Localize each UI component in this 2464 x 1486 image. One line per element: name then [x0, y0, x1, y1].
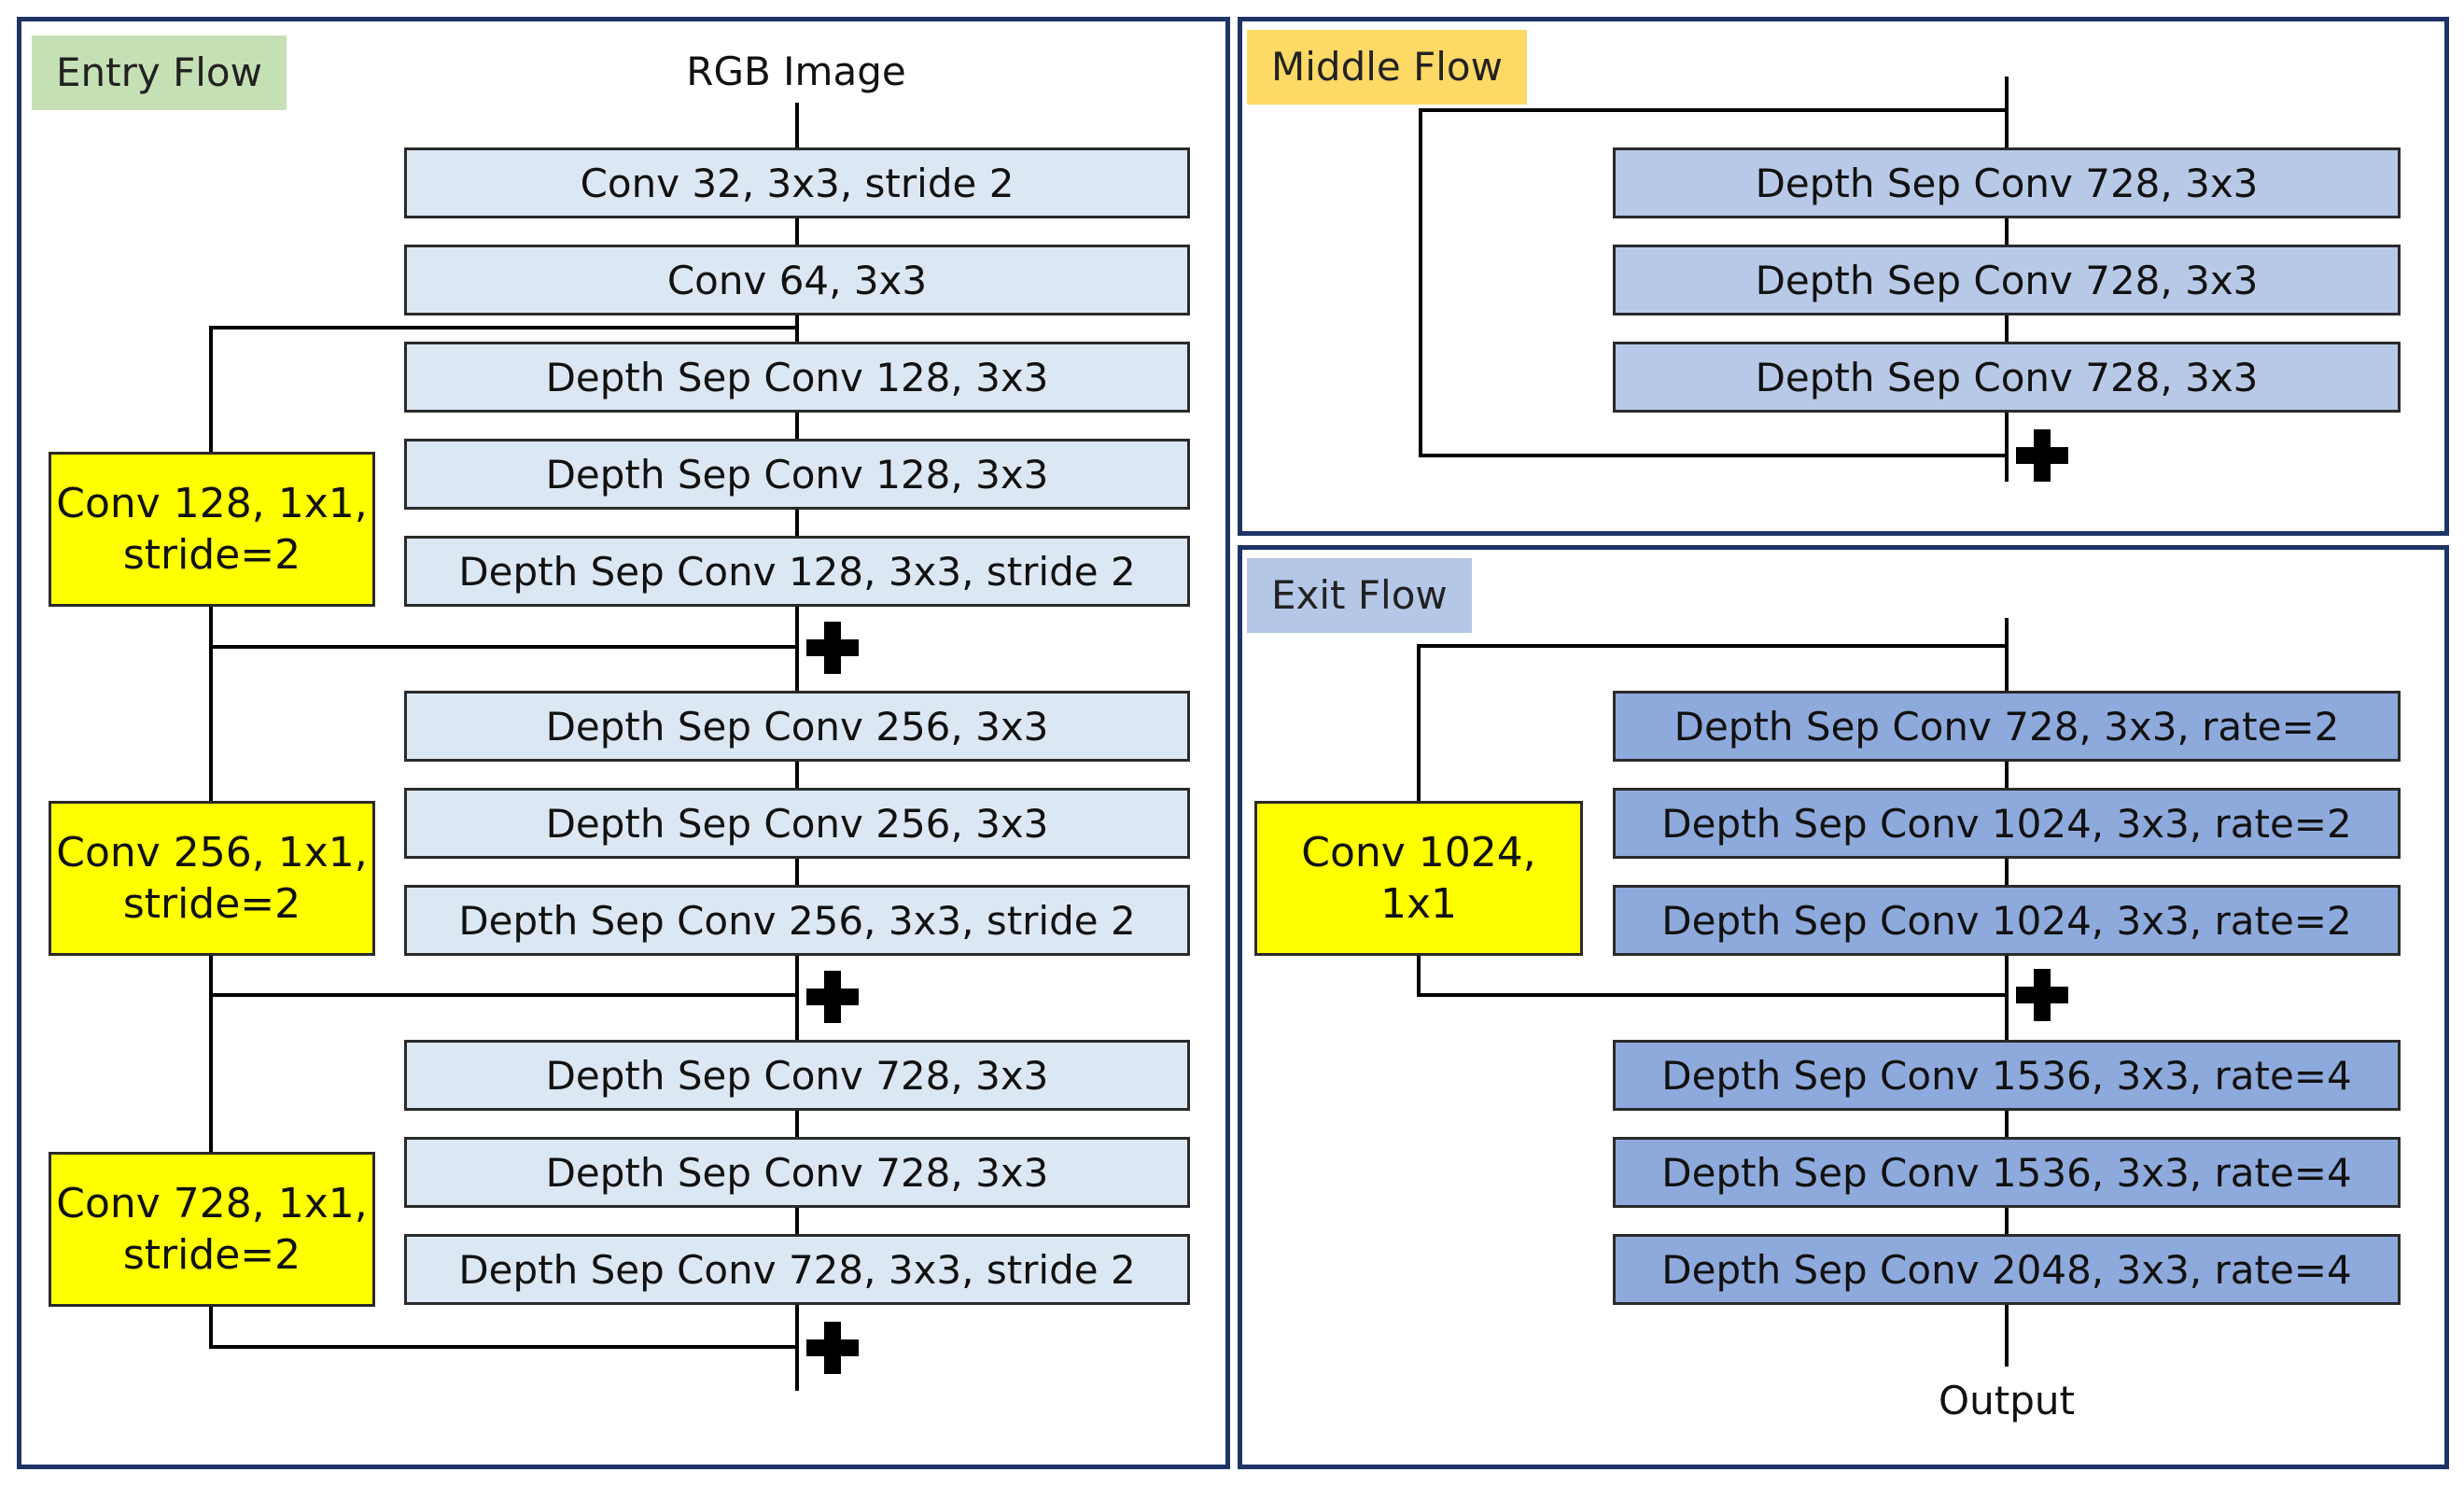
exit-block-1: Depth Sep Conv 728, 3x3, rate=2 [1613, 691, 2401, 762]
entry-block-1: Conv 32, 3x3, stride 2 [404, 147, 1190, 218]
skip-conv-128: Conv 128, 1x1, stride=2 [49, 452, 375, 607]
skip-2-bottom-line [209, 993, 799, 997]
middle-block-1: Depth Sep Conv 728, 3x3 [1613, 147, 2401, 218]
add-icon-middle [2012, 426, 2072, 485]
entry-block-8: Depth Sep Conv 256, 3x3, stride 2 [404, 885, 1190, 956]
exit-skip-top-line [1417, 644, 2009, 648]
middle-block-2: Depth Sep Conv 728, 3x3 [1613, 245, 2401, 315]
output-label: Output [1939, 1378, 2075, 1423]
add-icon-exit [2012, 965, 2072, 1025]
middle-skip-bottom-line [1419, 454, 2009, 457]
exit-block-6: Depth Sep Conv 2048, 3x3, rate=4 [1613, 1234, 2401, 1305]
middle-flow-tag: Middle Flow [1247, 30, 1527, 105]
exit-block-2: Depth Sep Conv 1024, 3x3, rate=2 [1613, 788, 2401, 859]
skip-1-bottom-line [209, 645, 799, 649]
skip-conv-256: Conv 256, 1x1, stride=2 [49, 801, 375, 956]
middle-skip-left-line [1419, 108, 1422, 457]
exit-flow-tag: Exit Flow [1247, 558, 1472, 633]
entry-block-6: Depth Sep Conv 256, 3x3 [404, 691, 1190, 762]
entry-block-4: Depth Sep Conv 128, 3x3 [404, 439, 1190, 510]
entry-block-3: Depth Sep Conv 128, 3x3 [404, 342, 1190, 413]
middle-block-3: Depth Sep Conv 728, 3x3 [1613, 342, 2401, 413]
entry-block-2: Conv 64, 3x3 [404, 245, 1190, 315]
entry-block-5: Depth Sep Conv 128, 3x3, stride 2 [404, 536, 1190, 607]
skip-1-top-line [209, 326, 799, 329]
add-icon-1 [803, 618, 862, 678]
exit-main-line [2005, 618, 2009, 1367]
middle-skip-top-line [1419, 108, 2009, 112]
entry-block-9: Depth Sep Conv 728, 3x3 [404, 1040, 1190, 1111]
exit-block-3: Depth Sep Conv 1024, 3x3, rate=2 [1613, 885, 2401, 956]
skip-conv-1024: Conv 1024, 1x1 [1254, 801, 1583, 956]
add-icon-3 [803, 1318, 862, 1378]
exit-block-4: Depth Sep Conv 1536, 3x3, rate=4 [1613, 1040, 2401, 1111]
entry-block-7: Depth Sep Conv 256, 3x3 [404, 788, 1190, 859]
skip-3-bottom-line [209, 1345, 799, 1349]
skip-conv-728: Conv 728, 1x1, stride=2 [49, 1152, 375, 1307]
exit-skip-bottom-line [1417, 993, 2009, 997]
entry-block-11: Depth Sep Conv 728, 3x3, stride 2 [404, 1234, 1190, 1305]
entry-block-10: Depth Sep Conv 728, 3x3 [404, 1137, 1190, 1208]
exit-block-5: Depth Sep Conv 1536, 3x3, rate=4 [1613, 1137, 2401, 1208]
input-label: RGB Image [686, 49, 906, 94]
add-icon-2 [803, 967, 862, 1027]
entry-flow-tag: Entry Flow [32, 35, 287, 110]
